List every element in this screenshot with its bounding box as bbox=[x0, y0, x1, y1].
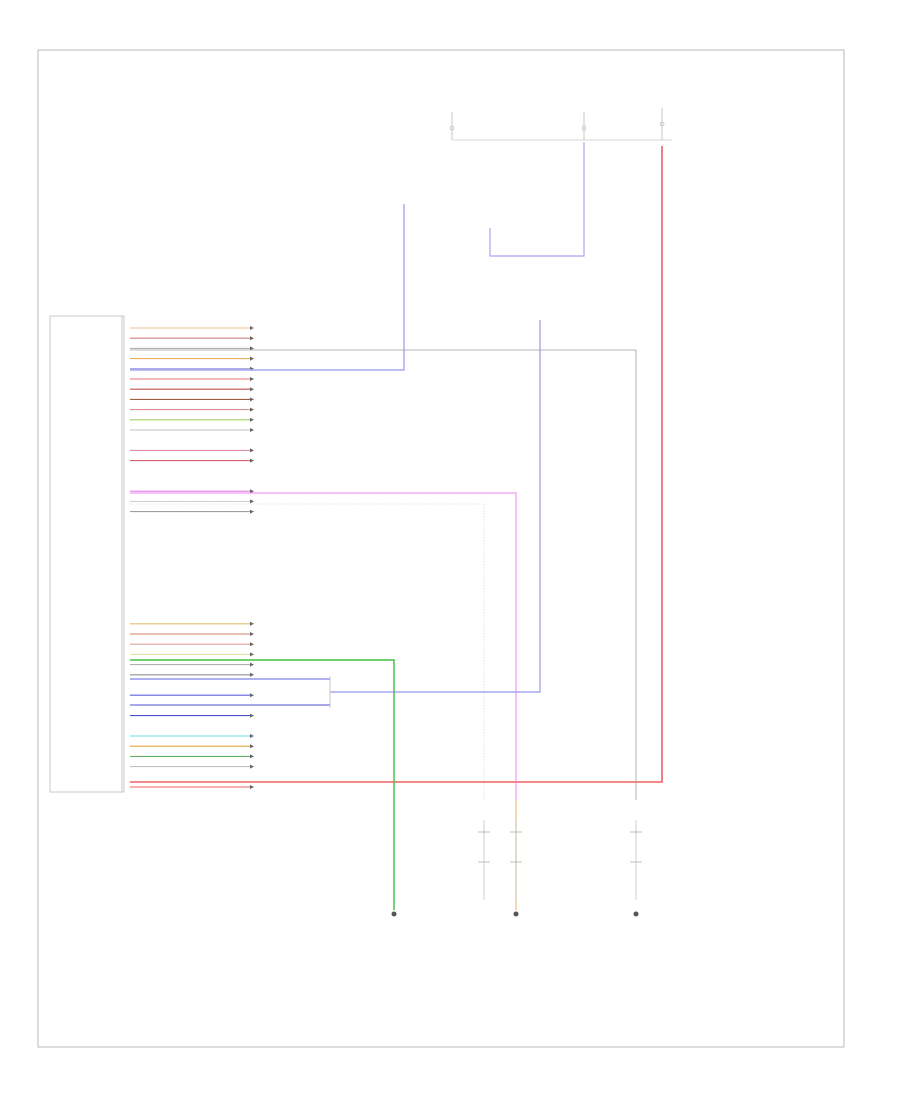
pin-arrow-icon bbox=[250, 652, 254, 657]
connector-left bbox=[478, 820, 522, 900]
pin-row bbox=[130, 621, 254, 626]
control-module bbox=[49, 315, 125, 793]
pin-arrow-icon bbox=[250, 672, 254, 677]
pin-row bbox=[130, 356, 254, 361]
pin-arrow-icon bbox=[250, 754, 254, 759]
fuse-3 bbox=[659, 108, 665, 140]
pin-row bbox=[130, 672, 254, 677]
wire-blue-long bbox=[330, 320, 541, 693]
pin-row bbox=[130, 744, 254, 749]
wire-pink bbox=[130, 492, 517, 800]
pin-arrow-icon bbox=[250, 377, 254, 381]
pin-arrow-icon bbox=[250, 346, 254, 351]
pin-arrow-icon bbox=[250, 744, 254, 749]
pin-arrow-icon bbox=[250, 397, 254, 402]
fuse-2 bbox=[581, 112, 587, 140]
pin-row bbox=[130, 642, 254, 647]
pin-row bbox=[130, 713, 254, 718]
pin-row bbox=[130, 489, 254, 494]
pin-row bbox=[130, 509, 254, 514]
pin-row bbox=[130, 764, 254, 769]
pin-arrow-icon bbox=[250, 387, 254, 392]
pin-row bbox=[130, 632, 254, 636]
ground-mid bbox=[513, 911, 519, 917]
pin-arrow-icon bbox=[250, 326, 254, 330]
pin-arrow-icon bbox=[250, 417, 254, 422]
pin-row bbox=[130, 346, 254, 351]
pin-row bbox=[130, 336, 254, 341]
pin-arrow-icon bbox=[250, 356, 254, 361]
wire-gray-mid bbox=[130, 503, 485, 800]
pin-arrow-icon bbox=[250, 499, 254, 504]
pin-row bbox=[130, 417, 254, 422]
wire-green-ground bbox=[130, 659, 395, 910]
pin-row bbox=[130, 693, 254, 698]
pin-row bbox=[130, 407, 254, 412]
pin-row bbox=[130, 326, 254, 330]
pin-arrow-icon bbox=[250, 785, 254, 789]
pin-arrow-icon bbox=[250, 621, 254, 626]
pin-arrow-icon bbox=[250, 448, 254, 453]
pin-row bbox=[130, 448, 254, 453]
pin-arrow-icon bbox=[250, 662, 254, 667]
pin-row bbox=[130, 754, 254, 759]
pin-row bbox=[130, 499, 254, 504]
pin-arrow-icon bbox=[250, 458, 254, 463]
pin-arrow-icon bbox=[250, 428, 254, 432]
pin-arrow-icon bbox=[250, 632, 254, 636]
pin-row bbox=[130, 458, 254, 463]
pin-arrow-icon bbox=[250, 764, 254, 769]
ground-right bbox=[633, 911, 639, 917]
wires bbox=[130, 142, 663, 910]
pin-arrow-icon bbox=[250, 509, 254, 514]
diagram-border bbox=[37, 49, 845, 1048]
pin-arrow-icon bbox=[250, 734, 254, 738]
pin-arrow-icon bbox=[250, 713, 254, 718]
pin-arrow-icon bbox=[250, 336, 254, 341]
wire-gray-right bbox=[130, 349, 637, 800]
pin-row bbox=[130, 377, 254, 381]
pin-arrow-icon bbox=[250, 489, 254, 494]
pin-row bbox=[130, 397, 254, 402]
wire-red-battery bbox=[130, 146, 663, 783]
pin-arrow-icon bbox=[250, 693, 254, 698]
pin-arrow-icon bbox=[250, 642, 254, 647]
fuse-1 bbox=[449, 112, 455, 140]
connector-right bbox=[630, 820, 642, 900]
wire-blue-fuse2 bbox=[489, 142, 585, 257]
pin-row bbox=[130, 662, 254, 667]
pin-row bbox=[130, 785, 254, 789]
pin-row bbox=[130, 734, 254, 738]
pin-row bbox=[130, 387, 254, 392]
fuse-block bbox=[449, 108, 672, 141]
wire-blue-upper bbox=[130, 204, 405, 371]
ground-left bbox=[391, 911, 397, 917]
pin-row bbox=[130, 428, 254, 432]
pin-arrow-icon bbox=[250, 407, 254, 412]
connector-pins bbox=[130, 326, 254, 789]
pin-row bbox=[130, 652, 254, 657]
